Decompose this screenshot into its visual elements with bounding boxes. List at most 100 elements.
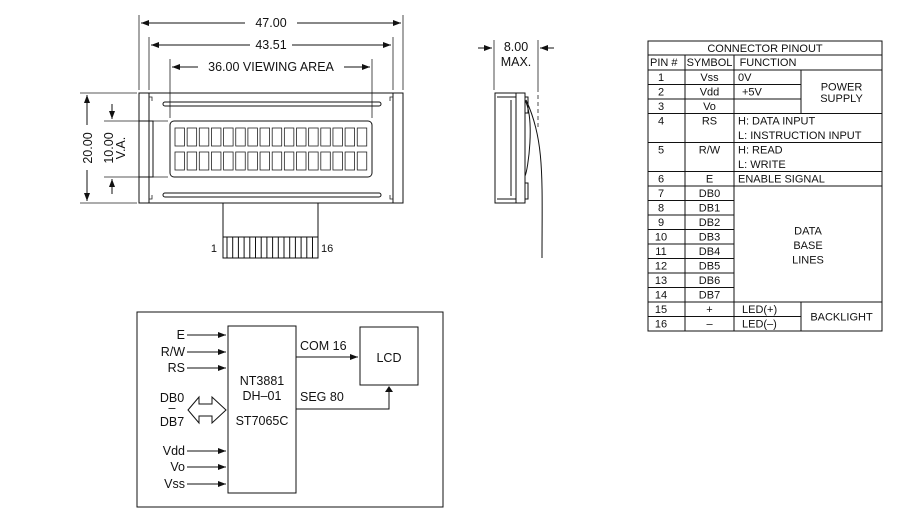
viewing-area	[169, 120, 373, 178]
character-cell	[296, 151, 307, 171]
dim-va-height-label: 10.00	[102, 132, 116, 163]
cell-pin: 4	[658, 116, 664, 128]
seg-label: SEG 80	[300, 390, 344, 404]
character-cell	[174, 151, 185, 171]
header-function: FUNCTION	[740, 57, 797, 69]
cell-pin: 1	[658, 72, 664, 84]
dim-overall-height: 20.00	[81, 95, 95, 201]
data-bus-arrow	[187, 395, 227, 425]
cell-pin: 3	[658, 101, 664, 113]
signal-label: RS	[168, 361, 185, 375]
cell-function: H: DATA INPUT	[738, 116, 815, 128]
cell-pin: 7	[658, 188, 664, 200]
cell-pin: 6	[658, 174, 664, 186]
block-diagram: LCD NT3881 DH–01 ST7065C COM 16 SEG 80 E…	[136, 311, 444, 508]
cell-symbol: DB6	[699, 275, 720, 287]
character-cell	[259, 151, 270, 171]
character-cell	[211, 127, 222, 147]
top-slot	[162, 101, 382, 107]
group-data-line1: DATA	[794, 226, 822, 238]
cell-pin: 10	[655, 232, 667, 244]
lcd-label: LCD	[376, 351, 401, 365]
cell-symbol: DB0	[699, 188, 720, 200]
pin-last-label: 16	[321, 243, 333, 255]
cell-function: L: WRITE	[738, 159, 786, 171]
cell-pin: 16	[655, 319, 667, 331]
cell-symbol: DB1	[699, 203, 720, 215]
character-cell	[223, 151, 234, 171]
dim-va-height: 10.00 V.A.	[102, 104, 128, 194]
cell-symbol: R/W	[699, 145, 721, 157]
character-cell	[211, 151, 222, 171]
cell-symbol: E	[706, 174, 713, 186]
cell-symbol: +	[706, 304, 712, 316]
cell-symbol: DB2	[699, 217, 720, 229]
group-power-line1: POWER	[821, 82, 863, 94]
cell-pin: 15	[655, 304, 667, 316]
cell-symbol: RS	[702, 116, 717, 128]
character-cell	[259, 127, 270, 147]
cell-function: LED(–)	[742, 319, 777, 331]
chip-line-1: NT3881	[240, 374, 285, 388]
cell-function: H: READ	[738, 145, 783, 157]
cell-function: 0V	[738, 72, 752, 84]
group-power-line2: SUPPLY	[820, 93, 863, 105]
character-cell	[344, 151, 356, 171]
cell-symbol: Vss	[700, 72, 719, 84]
cell-symbol: DB7	[699, 290, 720, 302]
dim-bezel-width-label: 43.51	[255, 38, 286, 52]
character-cell	[186, 127, 198, 147]
dim-thickness-note: MAX.	[501, 55, 532, 69]
character-cell	[223, 127, 234, 147]
dim-viewing-area-label: 36.00 VIEWING AREA	[208, 60, 334, 74]
character-grid	[174, 127, 368, 171]
character-cell	[283, 151, 295, 171]
cell-symbol: DB5	[699, 261, 720, 273]
chip-line-2: DH–01	[243, 389, 282, 403]
dim-overall-height-label: 20.00	[81, 132, 95, 163]
signal-label: Vo	[170, 460, 185, 474]
character-cell	[247, 127, 258, 147]
cell-symbol: DB3	[699, 232, 720, 244]
group-backlight: BACKLIGHT	[810, 312, 873, 324]
cell-pin: 8	[658, 203, 664, 215]
character-cell	[235, 127, 246, 147]
bus-top-label: DB0	[160, 391, 184, 405]
signal-label: R/W	[161, 345, 186, 359]
character-cell	[247, 151, 258, 171]
com-label: COM 16	[300, 339, 347, 353]
dim-va-label: V.A.	[114, 137, 128, 159]
character-cell	[356, 151, 368, 171]
character-cell	[283, 127, 295, 147]
lcd-block	[359, 326, 419, 386]
cell-pin: 14	[655, 290, 667, 302]
cell-pin: 13	[655, 275, 667, 287]
bottom-slot	[162, 192, 382, 198]
cell-symbol: Vo	[703, 101, 716, 113]
character-cell	[332, 151, 343, 171]
character-cell	[344, 127, 356, 147]
front-view: 47.00 43.51 36.00 VIEWING AREA 20.00 10.…	[80, 15, 404, 259]
bus-dash: –	[169, 401, 176, 415]
header-symbol: SYMBOL	[687, 57, 733, 69]
character-cell	[308, 151, 319, 171]
character-cell	[356, 127, 368, 147]
cell-function: L: INSTRUCTION INPUT	[738, 130, 862, 142]
character-cell	[320, 127, 331, 147]
character-cell	[332, 127, 343, 147]
module-outline	[138, 92, 404, 204]
header-pin: PIN #	[650, 57, 678, 69]
cell-function: LED(+)	[742, 304, 777, 316]
signal-label: Vss	[164, 477, 185, 491]
signal-label: Vdd	[163, 444, 185, 458]
pin-first-label: 1	[211, 243, 217, 255]
side-view: 8.00 MAX.	[478, 40, 554, 259]
cell-symbol: Vdd	[700, 87, 720, 99]
cell-pin: 5	[658, 145, 664, 157]
cell-pin: 11	[655, 246, 666, 258]
signal-label: E	[177, 328, 185, 342]
group-data-line2: BASE	[793, 240, 822, 252]
